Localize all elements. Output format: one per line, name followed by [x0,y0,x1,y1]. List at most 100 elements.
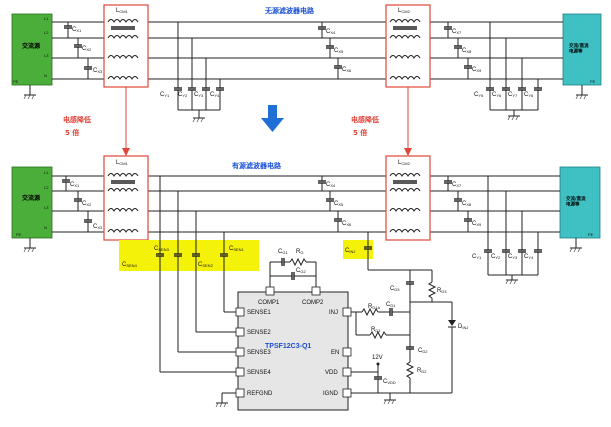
cap-cy4-label: CY4 [210,92,220,98]
cap-cd3-label: CD3 [390,286,400,292]
annotation-left-line2: 5 倍 [65,128,79,137]
line-label-l3: L3 [44,53,49,58]
ground-symbol-yright [507,115,520,121]
cap-cvdd-label: CVDD [383,379,396,385]
cap-cd1-label: CD1 [386,302,396,308]
cap-cx2-label: CX2 [82,46,92,52]
choke-cm2-windings [389,19,421,80]
line-label-l3-bottom: L3 [44,205,49,210]
res-rd3-label: RD3 [437,288,447,294]
cap-cx3-label-bottom: CX3 [93,224,103,230]
ground-symbol-yright-bottom [505,279,518,285]
load-box [562,13,602,86]
pin-sense2-label: SENSE2 [247,330,271,336]
line-label-l1-bottom: L1 [44,170,49,175]
pin-vdd-label: VDD [325,370,338,376]
pin-refgnd [235,388,245,398]
cap-cd2-label: CD2 [418,348,428,354]
annotation-right: 电感降低 5 倍 [351,87,412,156]
cap-csen2-label: CSEN2 [198,262,214,268]
cap-cx8-label-bottom: CX8 [462,201,472,207]
pin-ignd [342,388,352,398]
down-arrow-icon [261,105,284,132]
line-label-l2-bottom: L2 [44,185,49,190]
cap-cy1-label: CY1 [160,92,170,98]
res-rd1-label: RD1 [371,327,381,333]
load-label: 交流/直流电源等 [569,42,589,54]
cap-cx5-label-bottom: CX5 [334,201,344,207]
ground-symbol-yleft [192,117,205,123]
passive-filter-title: 无源滤波器电路 [264,6,315,15]
cap-cinj-label: CINJ [345,248,355,254]
choke-cm1-windings-bottom [107,173,139,233]
x-caps-mid [318,22,342,79]
pin-sense3 [235,347,245,357]
ground-symbol-source-bottom [23,238,36,253]
x-caps-left [64,22,92,79]
cap-cg2-label: CG2 [296,268,306,274]
pin-comp1 [265,286,275,296]
cap-cx7-label: CX7 [452,29,462,35]
ac-source-label: 交流源 [22,42,40,50]
cap-cx4-label: CX4 [326,29,336,35]
cap-cy5-label: CY5 [474,92,484,98]
ground-symbol-refgnd [215,392,236,408]
ac-source-box-bottom [11,166,53,239]
cap-cy3-label: CY3 [194,92,204,98]
cap-cx3-label: CX3 [93,68,103,74]
choke-cm1-label-bottom: LCM1 [116,160,129,166]
cap-cy6-label: CY6 [492,92,502,98]
cap-cy8-label: CY8 [524,92,534,98]
cap-cx1-label-bottom: CX1 [70,182,80,188]
inj-cap-highlight [343,240,373,259]
line-label-n: N [44,73,47,78]
ic-name: TPSF12C3-Q1 [265,343,311,350]
load-box-bottom [559,166,601,239]
sense-cap-wiring [156,176,238,373]
cap-csen1-label: CSEN1 [229,246,245,252]
cap-cx8-label: CX8 [462,48,472,54]
y-caps-right-bottom [484,176,542,280]
pin-en [342,347,352,357]
choke-cm2-windings-bottom [389,173,421,233]
cap-cy2-label-bottom: CY2 [491,254,501,260]
annotation-left-line1: 电感降低 [63,115,91,124]
choke-cm1-highlight [103,4,149,88]
choke-cm2-highlight-bottom [385,155,431,241]
vdd-voltage-label: 12V [372,355,383,361]
sense-caps-highlight [119,240,259,271]
cap-cx4-label-bottom: CX4 [326,182,336,188]
annotation-right-line2: 5 倍 [353,128,367,137]
ic-body [237,291,349,411]
choke-cm1-label: LCM1 [116,8,129,14]
y-caps-right [486,22,542,116]
diode-dinj-label: DINJ [458,324,468,330]
pin-ignd-label: IGND [323,391,339,397]
cap-cx1-label: CX1 [72,27,82,33]
ac-source-label-bottom: 交流源 [22,194,40,202]
cap-cg1-label: CG1 [278,249,288,255]
x-caps-left-bottom [62,176,92,232]
load-label-bottom: 交流/直流电源等 [566,195,586,207]
load-pe-label-bottom: PE [588,232,594,237]
line-label-n-bottom: N [44,225,47,230]
cap-cx9-label-bottom: CX9 [472,221,482,227]
pin-inj-label: INJ [329,310,338,316]
line-label-l1: L1 [44,16,49,21]
pin-comp2 [311,286,321,296]
active-filter-circuit: 有源滤波器电路 交流源 L1 L2 L3 N PE 交流/直流电源等 PE LC… [11,155,601,373]
cap-cx6-label-bottom: CX6 [342,221,352,227]
choke-cm1-highlight-bottom [103,155,149,241]
pin-sense1 [235,307,245,317]
cap-cy2-label: CY2 [178,92,188,98]
choke-cm1-windings [107,19,139,80]
y-caps-left [174,22,224,118]
cinj-cap [364,232,432,271]
cap-cx6-label: CX6 [342,67,352,73]
res-rd1a-label: RD1A [368,304,380,310]
cap-csen4-label: CSEN4 [122,262,138,268]
cap-cy3-label-bottom: CY3 [508,254,518,260]
pin-refgnd-label: REFGND [247,391,273,397]
ic-tpsf12c3: TPSF12C3-Q1 COMP1 COMP2 SENSE1 SENSE2 SE… [235,286,352,411]
